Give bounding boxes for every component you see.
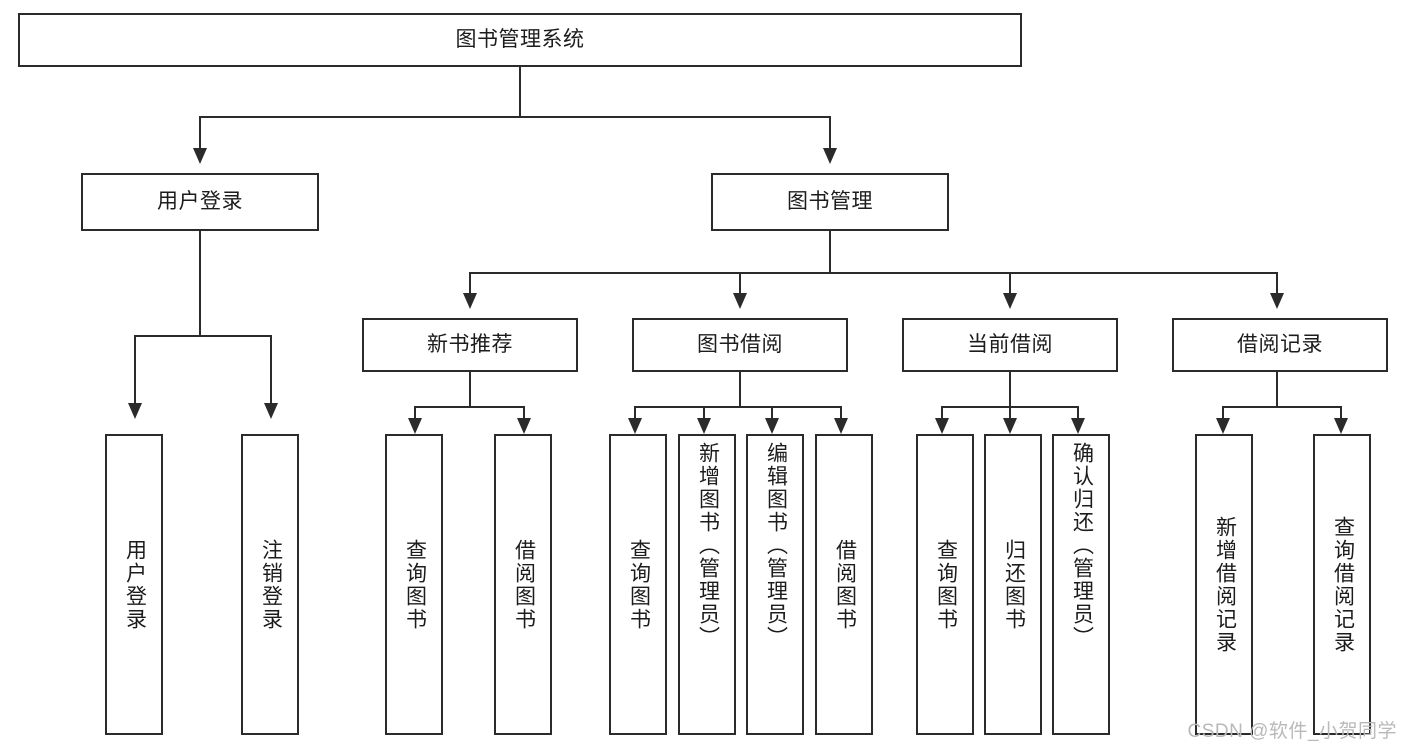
connector-br-to-leaf-1 xyxy=(1222,406,1224,420)
arrow-user-login-to-leaf-2 xyxy=(264,403,278,419)
leaf-label: 查询图书 xyxy=(627,538,651,631)
leaf-user-login[interactable]: 用户登录 xyxy=(105,434,163,735)
connector-br-to-leaf-2 xyxy=(1340,406,1342,420)
connector-bb-to-leaf-4 xyxy=(840,406,842,420)
node-book-borrow[interactable]: 图书借阅 xyxy=(632,318,848,372)
leaf-return-book[interactable]: 归还图书 xyxy=(984,434,1042,735)
connector-user-login-bar xyxy=(134,335,271,337)
node-label: 图书管理系统 xyxy=(455,27,585,51)
connector-bm-to-book-borrow xyxy=(739,272,741,294)
connector-root-to-user-login xyxy=(199,116,201,151)
leaf-query-book-recommend[interactable]: 查询图书 xyxy=(385,434,443,735)
arrow-bm-to-current-borrow xyxy=(1003,293,1017,309)
node-label: 图书管理 xyxy=(787,189,873,213)
leaf-label: 查询图书 xyxy=(934,538,958,631)
node-user-login[interactable]: 用户登录 xyxy=(81,173,319,231)
arrow-bm-to-new-book xyxy=(463,293,477,309)
leaf-label: 新增图书（管理员） xyxy=(696,442,720,649)
connector-borrow-record-bar xyxy=(1222,406,1341,408)
leaf-label: 编辑图书（管理员） xyxy=(764,442,788,649)
leaf-confirm-return-admin[interactable]: 确认归还（管理员） xyxy=(1052,434,1110,735)
leaf-query-book-current[interactable]: 查询图书 xyxy=(916,434,974,735)
connector-user-login-stem xyxy=(199,231,201,336)
leaf-query-book-borrow[interactable]: 查询图书 xyxy=(609,434,667,735)
node-label: 借阅记录 xyxy=(1237,332,1323,356)
arrow-root-to-user-login xyxy=(193,148,207,164)
leaf-add-book-admin[interactable]: 新增图书（管理员） xyxy=(678,434,736,735)
connector-nb-to-leaf-2 xyxy=(523,406,525,420)
leaf-label: 新增借阅记录 xyxy=(1213,515,1237,654)
connector-bm-to-new-book xyxy=(469,272,471,294)
connector-bb-to-leaf-2 xyxy=(703,406,705,420)
arrow-bm-to-borrow-record xyxy=(1270,293,1284,309)
connector-book-management-stem xyxy=(829,231,831,273)
arrow-nb-to-leaf-1 xyxy=(408,418,422,434)
arrow-bb-to-leaf-1 xyxy=(628,418,642,434)
connector-book-borrow-stem xyxy=(739,372,741,407)
arrow-bb-to-leaf-3 xyxy=(765,418,779,434)
arrow-bb-to-leaf-2 xyxy=(697,418,711,434)
leaf-label: 借阅图书 xyxy=(833,538,857,631)
leaf-label: 确认归还（管理员） xyxy=(1070,442,1094,649)
leaf-label: 用户登录 xyxy=(123,538,147,631)
connector-root-bar xyxy=(199,116,831,118)
leaf-borrow-book[interactable]: 借阅图书 xyxy=(815,434,873,735)
connector-borrow-record-stem xyxy=(1276,372,1278,407)
arrow-root-to-book-management xyxy=(823,148,837,164)
node-borrow-record[interactable]: 借阅记录 xyxy=(1172,318,1388,372)
arrow-br-to-leaf-1 xyxy=(1216,418,1230,434)
connector-user-login-to-leaf-2 xyxy=(270,335,272,405)
node-label: 新书推荐 xyxy=(427,332,513,356)
arrow-cb-to-leaf-1 xyxy=(935,418,949,434)
connector-cb-to-leaf-2 xyxy=(1009,406,1011,420)
connector-new-book-stem xyxy=(469,372,471,407)
arrow-bm-to-book-borrow xyxy=(733,293,747,309)
leaf-borrow-book-recommend[interactable]: 借阅图书 xyxy=(494,434,552,735)
connector-root-stem xyxy=(519,67,521,117)
connector-bb-to-leaf-1 xyxy=(634,406,636,420)
watermark-text: CSDN @软件_小贺同学 xyxy=(1187,721,1397,742)
node-current-borrow[interactable]: 当前借阅 xyxy=(902,318,1118,372)
leaf-label: 归还图书 xyxy=(1002,538,1026,631)
connector-new-book-bar xyxy=(414,406,524,408)
connector-cb-to-leaf-1 xyxy=(941,406,943,420)
connector-user-login-to-leaf-1 xyxy=(134,335,136,405)
leaf-query-borrow-record[interactable]: 查询借阅记录 xyxy=(1313,434,1371,735)
node-label: 图书借阅 xyxy=(697,332,783,356)
arrow-user-login-to-leaf-1 xyxy=(128,403,142,419)
node-label: 用户登录 xyxy=(157,189,243,213)
arrow-bb-to-leaf-4 xyxy=(834,418,848,434)
arrow-cb-to-leaf-2 xyxy=(1003,418,1017,434)
node-root-book-management-system[interactable]: 图书管理系统 xyxy=(18,13,1022,67)
node-book-management[interactable]: 图书管理 xyxy=(711,173,949,231)
arrow-nb-to-leaf-2 xyxy=(517,418,531,434)
leaf-logout[interactable]: 注销登录 xyxy=(241,434,299,735)
connector-current-borrow-stem xyxy=(1009,372,1011,407)
connector-nb-to-leaf-1 xyxy=(414,406,416,420)
connector-book-borrow-bar xyxy=(634,406,841,408)
leaf-edit-book-admin[interactable]: 编辑图书（管理员） xyxy=(746,434,804,735)
leaf-label: 借阅图书 xyxy=(512,538,536,631)
connector-bb-to-leaf-3 xyxy=(771,406,773,420)
connector-bm-to-current-borrow xyxy=(1009,272,1011,294)
connector-bm-to-borrow-record xyxy=(1276,272,1278,294)
leaf-label: 查询借阅记录 xyxy=(1331,515,1355,654)
node-label: 当前借阅 xyxy=(967,332,1053,356)
leaf-label: 查询图书 xyxy=(403,538,427,631)
leaf-label: 注销登录 xyxy=(259,538,283,631)
connector-book-management-bar xyxy=(469,272,1276,274)
arrow-br-to-leaf-2 xyxy=(1334,418,1348,434)
arrow-cb-to-leaf-3 xyxy=(1071,418,1085,434)
connector-cb-to-leaf-3 xyxy=(1077,406,1079,420)
node-new-book-recommend[interactable]: 新书推荐 xyxy=(362,318,578,372)
leaf-add-borrow-record[interactable]: 新增借阅记录 xyxy=(1195,434,1253,735)
connector-root-to-book-management xyxy=(829,116,831,151)
